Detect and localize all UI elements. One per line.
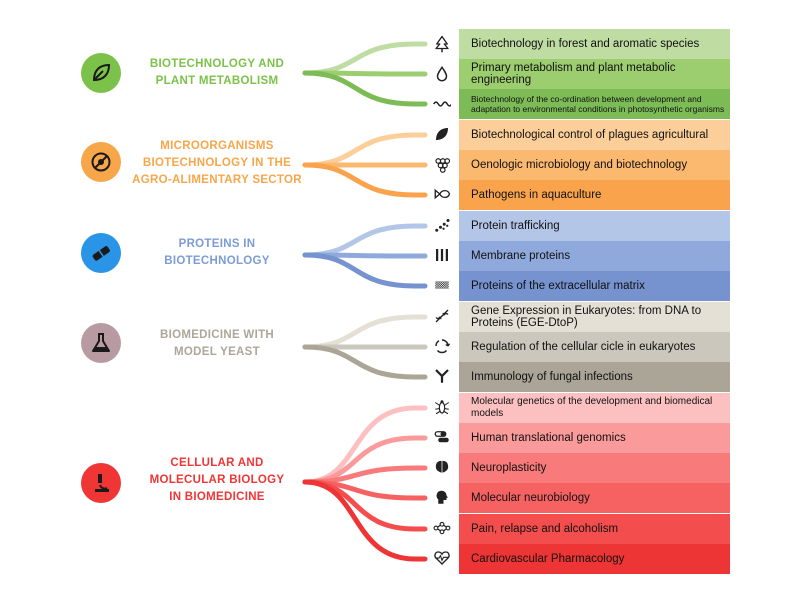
item-protein-trafficking: Protein trafficking <box>459 211 730 241</box>
tree-icon <box>430 32 454 56</box>
connector-curve <box>302 344 428 380</box>
item-plagues-control: Biotechnological control of plagues agri… <box>459 120 730 150</box>
group-2-circle <box>81 142 121 182</box>
fish-icon <box>430 182 454 206</box>
connector-curve <box>302 162 428 198</box>
group-1-circle <box>81 53 121 93</box>
leaf-icon <box>92 63 111 82</box>
connector-curve <box>302 479 428 532</box>
item-forest-aromatic: Biotechnology in forest and aromatic spe… <box>459 29 730 59</box>
grapes-icon <box>430 152 454 176</box>
item-pain-relapse: Pain, relapse and alcoholism <box>459 514 730 544</box>
connector-curve <box>302 41 428 76</box>
drop-icon <box>430 62 454 86</box>
dna-icon <box>430 304 454 328</box>
pills-icon <box>430 425 454 449</box>
group-3-circle <box>81 233 121 273</box>
protein-icon <box>92 246 110 261</box>
matrix-icon <box>430 273 454 297</box>
item-primary-metabolism: Primary metabolism and plant metabolic e… <box>459 59 730 89</box>
item-molecular-genetics: Molecular genetics of the development an… <box>459 393 730 423</box>
connector-curve <box>302 132 428 168</box>
flask-icon <box>92 333 110 352</box>
item-coordination-development: Biotechnology of the co-ordination betwe… <box>459 89 730 119</box>
connector-curve <box>302 70 428 107</box>
head-icon <box>430 485 454 509</box>
item-molecular-neurobiology: Molecular neurobiology <box>459 483 730 513</box>
connector-curve <box>302 314 428 350</box>
item-oenologic: Oenologic microbiology and biotechnology <box>459 150 730 180</box>
antibody-icon <box>430 364 454 388</box>
item-aquaculture: Pathogens in aquaculture <box>459 180 730 210</box>
item-membrane-proteins: Membrane proteins <box>459 241 730 271</box>
item-gene-expression: Gene Expression in Eukaryotes: from DNA … <box>459 302 730 332</box>
group-4-circle <box>81 323 121 363</box>
connector-curve <box>302 435 428 485</box>
molecule-icon <box>430 516 454 540</box>
dots-icon <box>430 213 454 237</box>
microscope-icon <box>95 474 109 492</box>
connector-curve <box>302 465 428 485</box>
fly-icon <box>430 395 454 419</box>
item-fungal-immunology: Immunology of fungal infections <box>459 362 730 392</box>
connector-curve <box>302 479 428 562</box>
item-translational-genomics: Human translational genomics <box>459 423 730 453</box>
item-cardiovascular: Cardiovascular Pharmacology <box>459 544 730 574</box>
membrane-icon <box>430 243 454 267</box>
brain-icon <box>430 455 454 479</box>
item-cellular-cycle: Regulation of the cellular cicle in euka… <box>459 332 730 362</box>
item-neuroplasticity: Neuroplasticity <box>459 453 730 483</box>
cycle-icon <box>430 334 454 358</box>
connector-curve <box>302 252 428 289</box>
connector-curve <box>302 223 428 258</box>
leaf-small-icon <box>430 122 454 146</box>
heart-icon <box>430 546 454 570</box>
item-extracellular-matrix: Proteins of the extracellular matrix <box>459 271 730 301</box>
wave-icon <box>430 92 454 116</box>
group-5-circle <box>81 463 121 503</box>
no-bug-icon <box>91 152 111 172</box>
